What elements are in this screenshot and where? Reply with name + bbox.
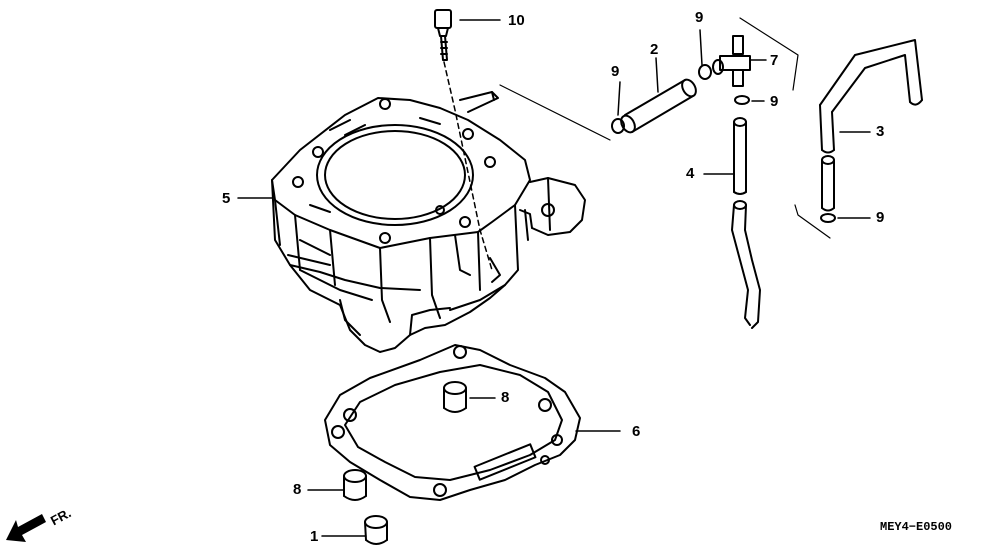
- leader-lines: [237, 19, 871, 537]
- hose-part-2: [620, 78, 697, 134]
- collar-part: [364, 515, 388, 545]
- hose-clip-a: [611, 118, 625, 134]
- callout-3: 3: [876, 123, 885, 140]
- callout-6: 6: [632, 423, 641, 440]
- callout-9-right: 9: [876, 209, 885, 226]
- callout-2: 2: [650, 41, 659, 58]
- gasket-part: [324, 344, 581, 501]
- callout-10: 10: [508, 12, 525, 29]
- assembly-guide-lines: [499, 17, 831, 239]
- bolt-part: [434, 9, 493, 271]
- callout-8-lower: 8: [293, 481, 302, 498]
- hose-part-4: [731, 117, 761, 329]
- callout-4: 4: [686, 165, 695, 182]
- hose-clip-d: [820, 213, 836, 223]
- cylinder-part: [271, 91, 586, 353]
- dowel-pin-upper: [443, 381, 467, 413]
- callout-9-left: 9: [611, 63, 620, 80]
- callout-8-upper: 8: [501, 389, 510, 406]
- callout-1: 1: [310, 528, 319, 545]
- callout-5: 5: [222, 190, 231, 207]
- hose-part-3: [819, 39, 923, 212]
- joint-part: [712, 35, 751, 87]
- callout-9-top: 9: [695, 9, 704, 26]
- callout-9-mid: 9: [770, 93, 779, 110]
- dowel-pin-lower: [343, 469, 367, 501]
- hose-clip-b: [698, 64, 712, 80]
- hose-clip-c: [734, 95, 750, 105]
- forward-arrow-icon: [6, 514, 46, 542]
- callout-7: 7: [770, 52, 779, 69]
- diagram-code: MEY4−E0500: [880, 520, 953, 534]
